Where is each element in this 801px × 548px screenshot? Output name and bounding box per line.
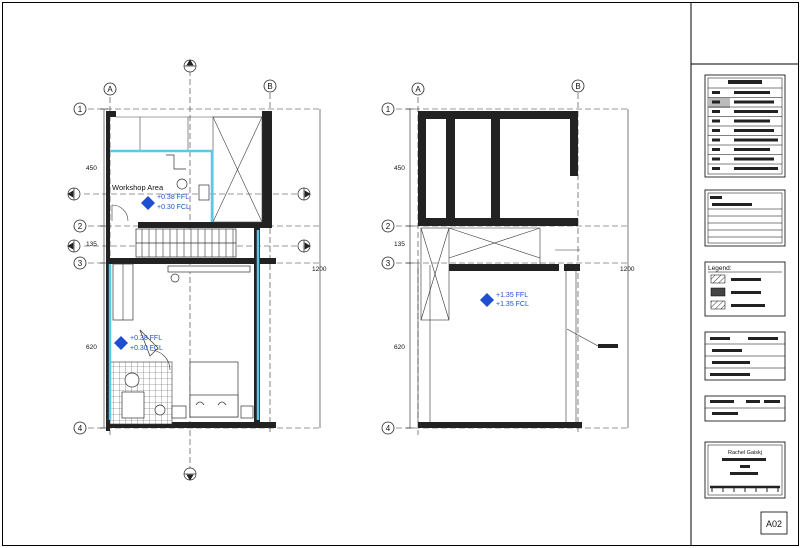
dim-bottom-left: 620 xyxy=(86,344,97,351)
legend-title: Legend: xyxy=(708,265,732,272)
level-tag-left-2: +0.38 FFL +0.30 FCL xyxy=(114,335,163,352)
grid-label-3-left: 3 xyxy=(78,259,83,268)
dim-mid-right: 135 xyxy=(394,241,405,248)
grid-bubbles-left xyxy=(73,79,277,435)
level-tag-right: +1.35 FFL +1.35 FCL xyxy=(480,292,529,308)
dim-total-right: 1200 xyxy=(620,266,635,273)
dim-total-left: 1200 xyxy=(312,266,327,273)
grid-label-a-left: A xyxy=(107,85,113,94)
grid-label-b-left: B xyxy=(267,82,272,91)
section-markers-left xyxy=(67,59,311,481)
grid-label-1-left: 1 xyxy=(78,105,83,114)
floor-plan-right: +1.35 FFL +1.35 FCL 450 135 620 1200 A B… xyxy=(381,79,635,435)
dim-top-right: 450 xyxy=(394,165,405,172)
grid-label-2-left: 2 xyxy=(78,222,83,231)
designer-name: Rachel Gaiskj xyxy=(728,450,762,456)
level-tag-right-bottom: +1.35 FCL xyxy=(496,301,529,308)
grid-label-3-right: 3 xyxy=(386,259,391,268)
level-tag-1-bottom: +0.30 FCL xyxy=(157,204,190,211)
grid-label-a-right: A xyxy=(415,85,421,94)
grid-label-4-right: 4 xyxy=(386,424,391,433)
level-tag-1-top: +0.38 FFL xyxy=(157,194,189,201)
dim-top-left: 450 xyxy=(86,165,97,172)
level-tag-2-top: +0.38 FFL xyxy=(130,335,162,342)
floor-plan-left: +0.38 FFL +0.30 FCL +0.38 FFL +0.30 FCL … xyxy=(67,59,327,481)
grid-label-1-right: 1 xyxy=(386,105,391,114)
title-block: Legend: Rachel Gaiskj xyxy=(704,74,788,535)
dim-mid-left: 135 xyxy=(86,241,97,248)
room-label-workshop: Workshop Area xyxy=(112,183,164,192)
grid-label-4-left: 4 xyxy=(78,424,83,433)
level-tag-left-1: +0.38 FFL +0.30 FCL xyxy=(141,194,190,211)
grid-label-2-right: 2 xyxy=(386,222,391,231)
sheet-number: A02 xyxy=(766,519,782,529)
dim-bottom-right: 620 xyxy=(394,344,405,351)
level-tag-2-bottom: +0.30 FCL xyxy=(130,345,163,352)
grid-label-b-right: B xyxy=(575,82,580,91)
level-tag-right-top: +1.35 FFL xyxy=(496,292,528,299)
